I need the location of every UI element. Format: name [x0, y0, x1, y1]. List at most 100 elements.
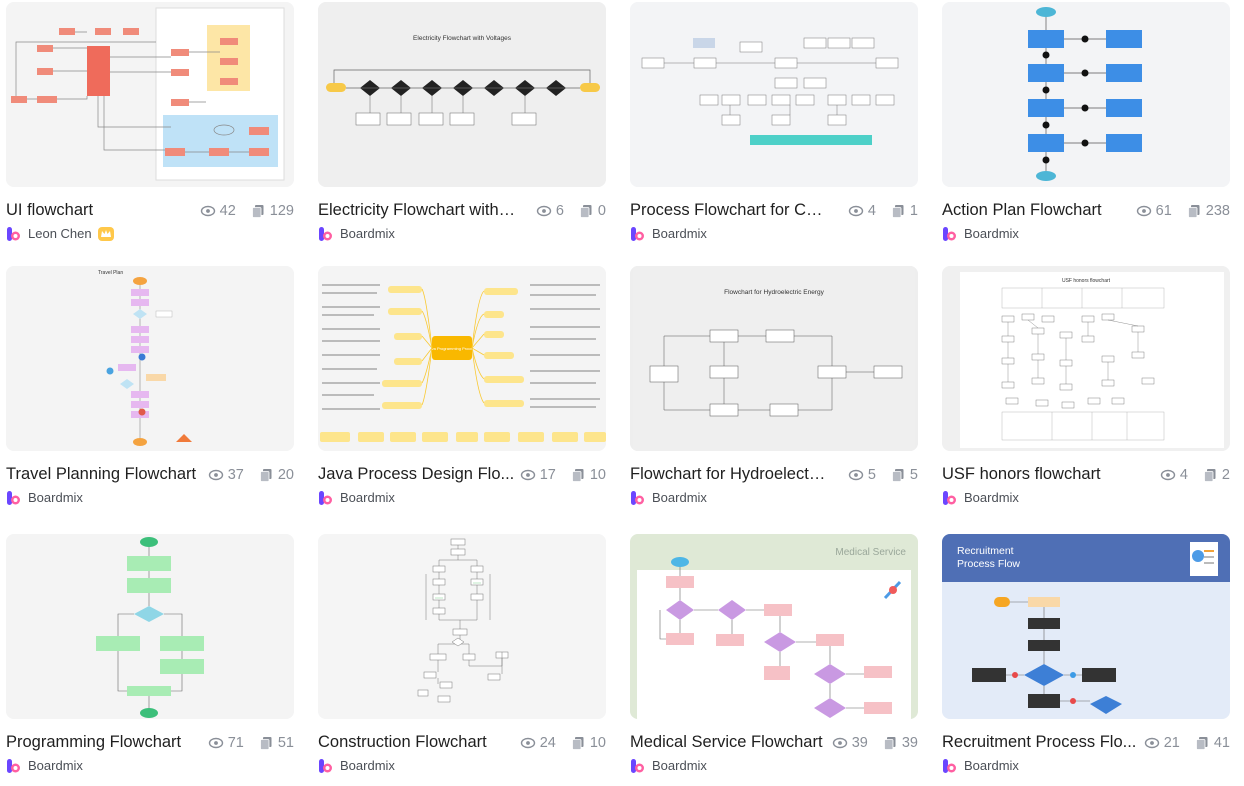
template-title[interactable]: Programming Flowchart: [6, 733, 182, 751]
copy-count: 51: [258, 733, 294, 753]
template-thumbnail[interactable]: Medical Service: [630, 534, 918, 719]
view-count: 4: [848, 201, 876, 221]
author-name: Boardmix: [964, 490, 1019, 505]
copy-count-value: 0: [597, 203, 606, 219]
template-title[interactable]: Medical Service Flowchart: [630, 733, 823, 751]
template-card[interactable]: Java Programming Process: [318, 266, 606, 516]
eye-icon: [208, 469, 223, 481]
thumb-heading: Java Programming Process: [427, 346, 476, 351]
copy-icon: [883, 737, 896, 750]
template-title[interactable]: Travel Planning Flowchart: [6, 465, 197, 483]
template-author[interactable]: Boardmix: [630, 757, 707, 775]
boardmix-logo-icon: [943, 759, 956, 773]
template-author[interactable]: Leon Chen: [6, 225, 114, 243]
template-stats: 5 5: [838, 465, 918, 485]
thumb-heading: Medical Service: [835, 547, 906, 558]
template-stats: 4 1: [838, 201, 918, 221]
view-count-value: 6: [555, 203, 564, 219]
view-count-value: 42: [219, 203, 236, 219]
copy-count-value: 10: [589, 467, 606, 483]
copy-count: 0: [578, 201, 606, 221]
template-title[interactable]: Electricity Flowchart with V...: [318, 201, 518, 219]
view-count: 39: [832, 733, 868, 753]
template-title[interactable]: Flowchart for Hydroelectri...: [630, 465, 830, 483]
boardmix-logo-icon: [631, 227, 644, 241]
copy-count: 41: [1194, 733, 1230, 753]
boardmix-logo-icon: [7, 491, 20, 505]
view-count-value: 5: [867, 467, 876, 483]
template-author[interactable]: Boardmix: [630, 489, 707, 507]
copy-count: 20: [258, 465, 294, 485]
eye-icon: [200, 205, 215, 217]
template-thumbnail[interactable]: Recruitment Process Flow: [942, 534, 1230, 719]
boardmix-logo-icon: [943, 227, 956, 241]
template-author[interactable]: Boardmix: [630, 225, 707, 243]
template-title[interactable]: Java Process Design Flo...: [318, 465, 515, 483]
template-card[interactable]: Recruitment Process Flow Recruitment Pro…: [942, 534, 1230, 784]
copy-count-value: 20: [277, 467, 294, 483]
copy-count-value: 41: [1213, 735, 1230, 751]
template-author[interactable]: Boardmix: [318, 757, 395, 775]
template-author[interactable]: Boardmix: [942, 225, 1019, 243]
template-author[interactable]: Boardmix: [318, 225, 395, 243]
boardmix-logo-icon: [631, 491, 644, 505]
copy-count-value: 129: [269, 203, 294, 219]
template-stats: 4 2: [1150, 465, 1230, 485]
template-card[interactable]: Action Plan Flowchart 61 238 Boardmix: [942, 2, 1230, 252]
template-card[interactable]: Medical Service Medical Serv: [630, 534, 918, 784]
template-card[interactable]: Travel Plan Travel Planning Flowchart: [6, 266, 294, 516]
template-thumbnail[interactable]: [942, 2, 1230, 187]
template-title[interactable]: Recruitment Process Flo...: [942, 733, 1137, 751]
template-title[interactable]: USF honors flowchart: [942, 465, 1101, 483]
copy-icon: [580, 205, 592, 218]
template-author[interactable]: Boardmix: [942, 757, 1019, 775]
template-card[interactable]: Flowchart for Hydroelectric Energy Flowc…: [630, 266, 918, 516]
template-card[interactable]: UI flowchart 42 129 Leon Chen: [6, 2, 294, 252]
template-thumbnail[interactable]: Java Programming Process: [318, 266, 606, 451]
view-count-value: 4: [867, 203, 876, 219]
template-thumbnail[interactable]: [6, 534, 294, 719]
template-author[interactable]: Boardmix: [6, 757, 83, 775]
template-thumbnail[interactable]: USF honors flowchart: [942, 266, 1230, 451]
view-count-value: 71: [227, 735, 244, 751]
author-name: Boardmix: [964, 758, 1019, 773]
template-card[interactable]: Construction Flowchart 24 10 Boardmix: [318, 534, 606, 784]
template-thumbnail[interactable]: Travel Plan: [6, 266, 294, 451]
thumb-subheading: Process Flow: [957, 558, 1020, 570]
author-name: Boardmix: [652, 758, 707, 773]
template-author[interactable]: Boardmix: [6, 489, 83, 507]
template-thumbnail[interactable]: [6, 2, 294, 187]
template-title[interactable]: Action Plan Flowchart: [942, 201, 1102, 219]
template-thumbnail[interactable]: [630, 2, 918, 187]
author-name: Boardmix: [652, 226, 707, 241]
copy-icon: [892, 469, 904, 482]
copy-count-value: 5: [909, 467, 918, 483]
template-author[interactable]: Boardmix: [318, 489, 395, 507]
template-card[interactable]: Electricity Flowchart with Voltages Elec…: [318, 2, 606, 252]
template-thumbnail[interactable]: [318, 534, 606, 719]
template-author[interactable]: Boardmix: [942, 489, 1019, 507]
template-stats: 71 51: [198, 733, 294, 753]
view-count: 24: [520, 733, 556, 753]
template-title[interactable]: Process Flowchart for Cast...: [630, 201, 830, 219]
template-card[interactable]: USF honors flowchart: [942, 266, 1230, 516]
template-card[interactable]: Process Flowchart for Cast... 4 1 Boardm…: [630, 2, 918, 252]
template-thumbnail[interactable]: Electricity Flowchart with Voltages: [318, 2, 606, 187]
template-title[interactable]: UI flowchart: [6, 201, 94, 219]
copy-count: 39: [882, 733, 918, 753]
eye-icon: [1136, 205, 1151, 217]
boardmix-logo-icon: [319, 227, 332, 241]
template-card[interactable]: Programming Flowchart 71 51 Boardmix: [6, 534, 294, 784]
crown-icon: [97, 227, 114, 241]
template-title[interactable]: Construction Flowchart: [318, 733, 487, 751]
copy-icon: [259, 737, 272, 750]
thumb-heading: USF honors flowchart: [1062, 278, 1111, 284]
copy-icon: [571, 737, 584, 750]
eye-icon: [832, 737, 847, 749]
view-count: 42: [200, 201, 236, 221]
template-stats: 61 238: [1126, 201, 1230, 221]
template-thumbnail[interactable]: Flowchart for Hydroelectric Energy: [630, 266, 918, 451]
copy-count: 129: [250, 201, 294, 221]
copy-icon: [892, 205, 904, 218]
boardmix-logo-icon: [7, 759, 20, 773]
